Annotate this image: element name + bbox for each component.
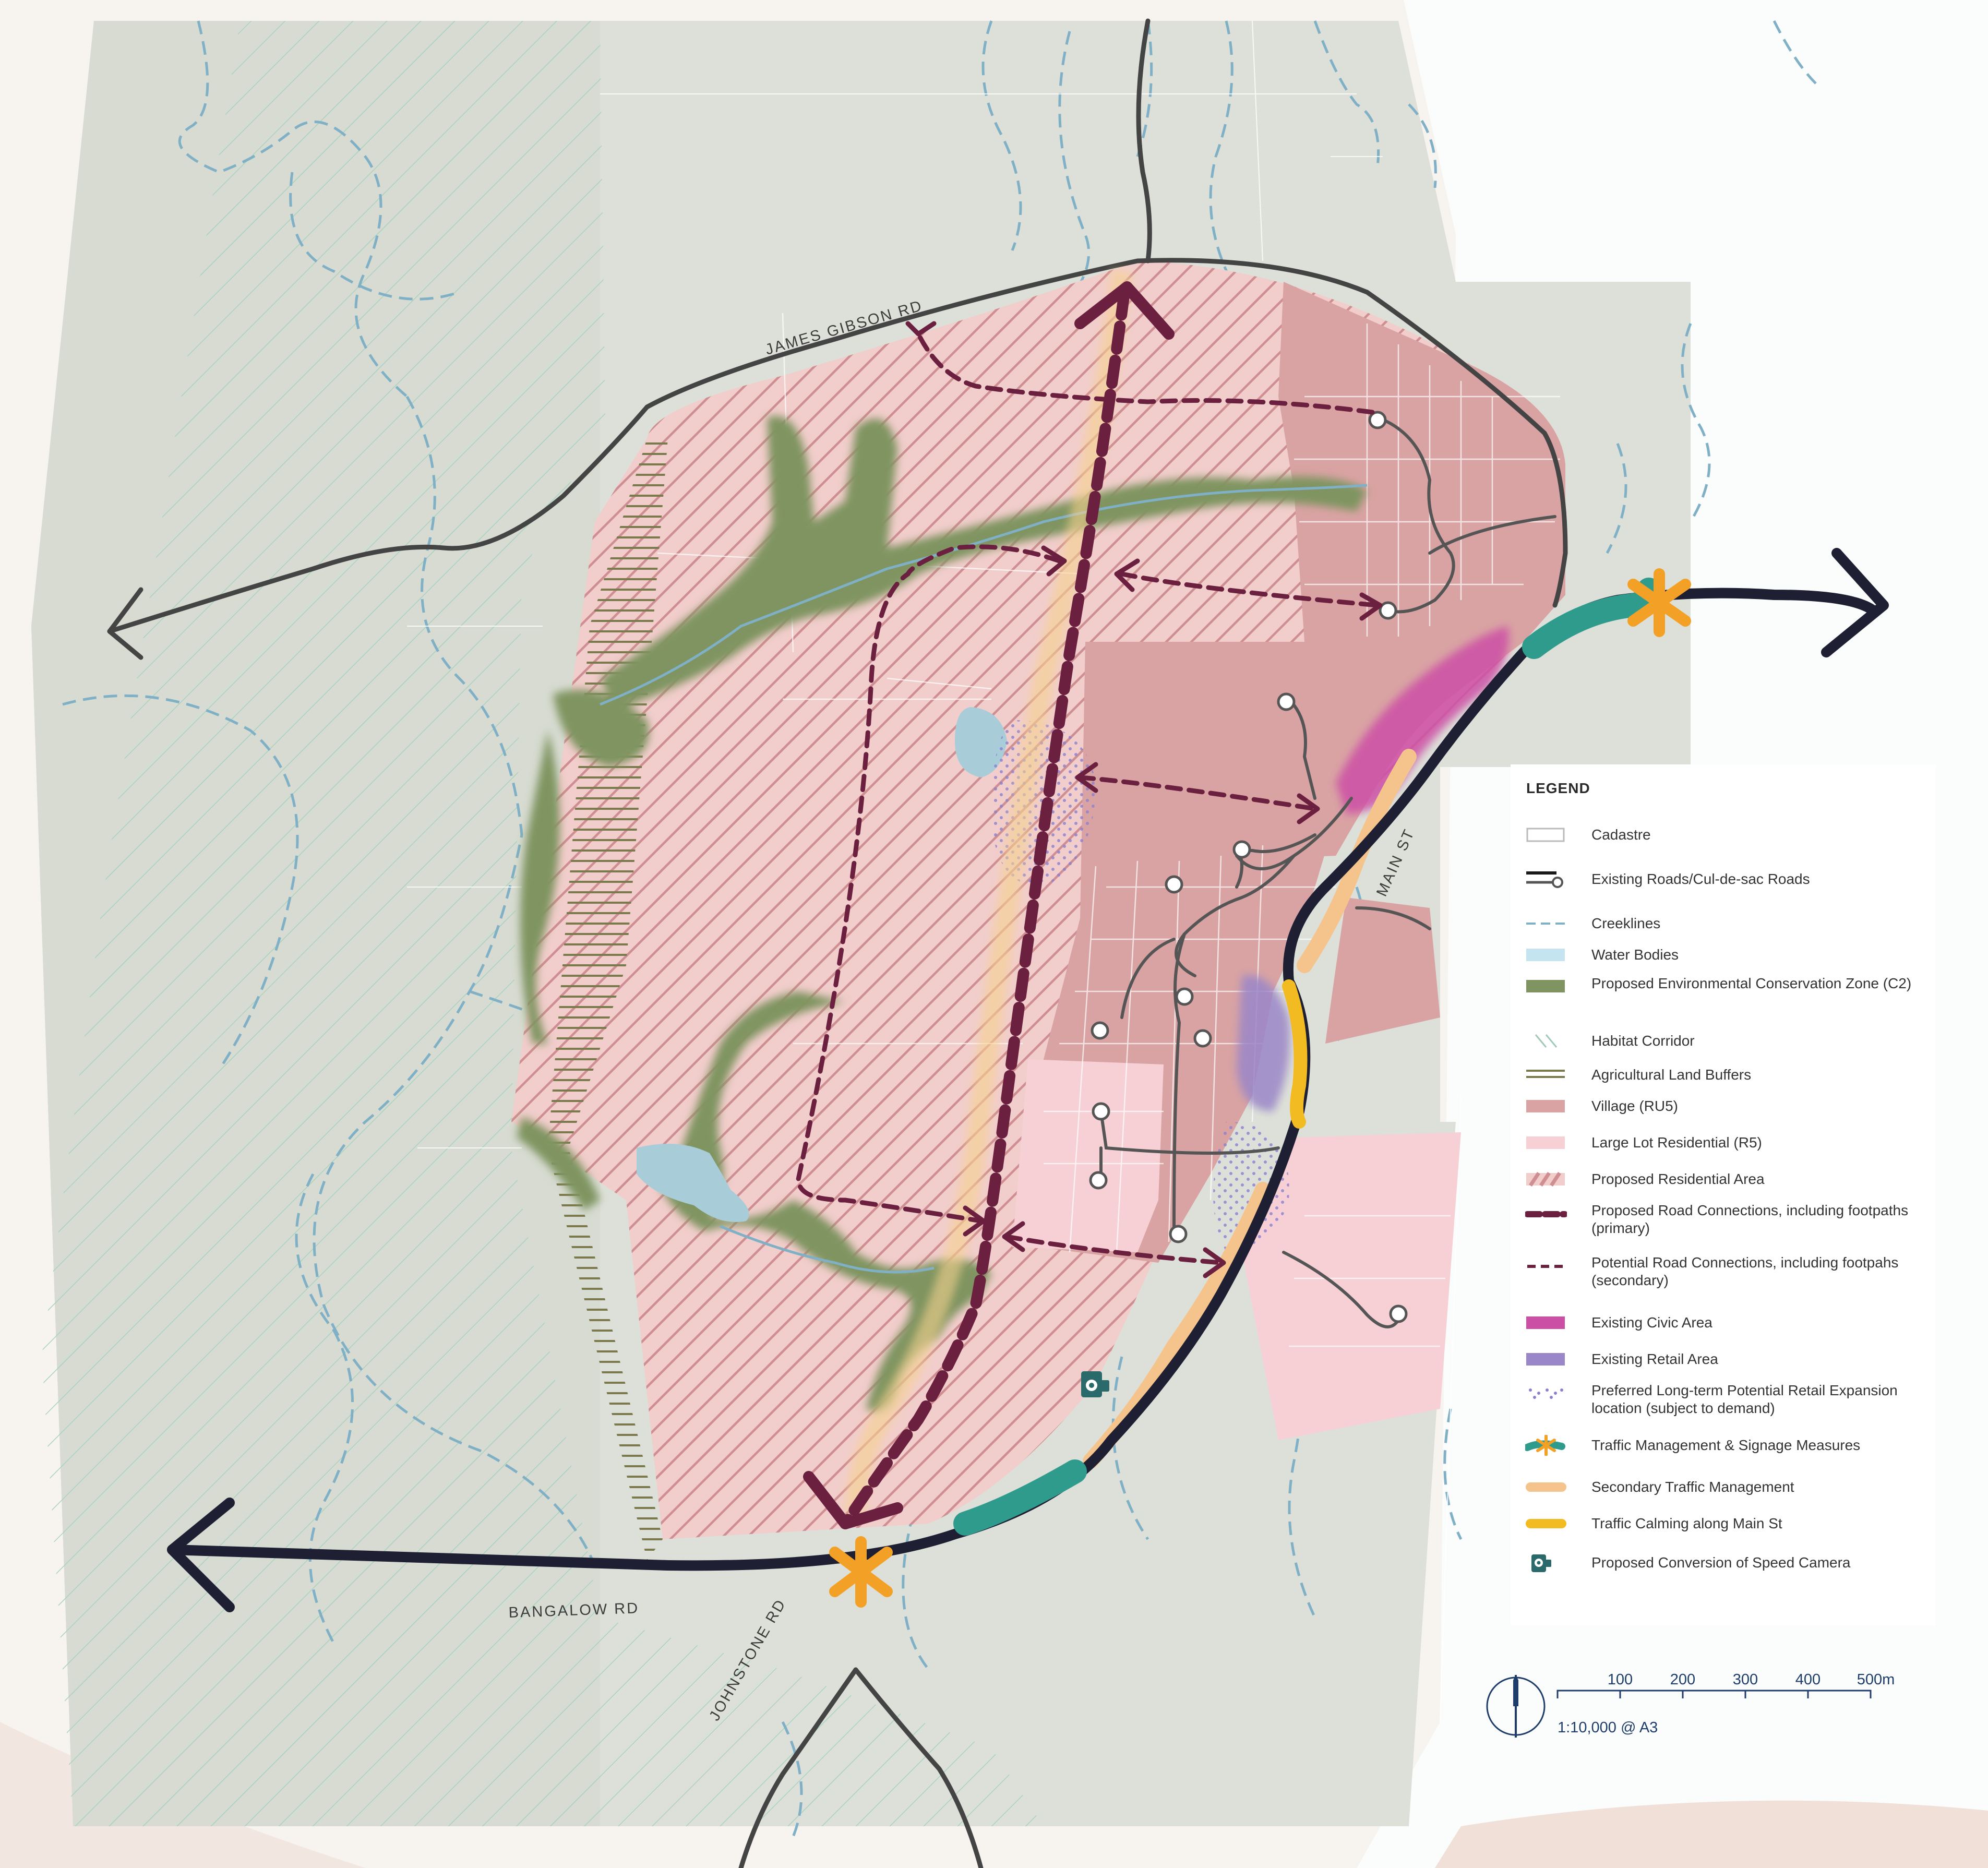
scale-bar: 100 200 300 400 500m 1:10,000 @ A3 [1486, 1671, 1895, 1738]
agri-swatch [1526, 1070, 1565, 1078]
legend-label-proposed-res: Proposed Residential Area [1591, 1171, 1765, 1187]
water-body-south[interactable] [637, 1144, 749, 1222]
existing-roads [107, 18, 1568, 1868]
traffic-mgmt-teal-south[interactable] [953, 1459, 1087, 1536]
legend-label-creeks: Creeklines [1591, 915, 1661, 931]
legend-label-retail: Existing Retail Area [1591, 1351, 1718, 1367]
secondary-road-connections[interactable] [796, 331, 1380, 1265]
asterisk-icon-south[interactable] [829, 1536, 893, 1608]
legend-label-primary-road: Proposed Road Connections, including foo… [1591, 1202, 1909, 1236]
scale-tick-100: 100 [1608, 1671, 1633, 1688]
speed-camera-icon [1531, 1554, 1551, 1572]
legend-panel: LEGEND Cadastre Existing Roads/Cul-de-sa… [1511, 764, 1936, 1625]
existing-retail-area[interactable] [1237, 975, 1290, 1111]
traffic-calming-main-st[interactable] [1282, 979, 1308, 1129]
water-body-north[interactable] [955, 707, 1007, 777]
retail-expansion-south[interactable] [1213, 1122, 1289, 1252]
bottom-left-blush [0, 1722, 365, 1868]
legend-label-large-lot: Large Lot Residential (R5) [1591, 1134, 1762, 1151]
scale-ratio: 1:10,000 @ A3 [1558, 1719, 1658, 1736]
proposed-primary-road[interactable] [840, 286, 1130, 1529]
existing-civic-area[interactable] [1336, 626, 1509, 814]
asterisk-icon-east[interactable] [1627, 568, 1691, 637]
village-ru5-east[interactable] [1325, 897, 1440, 1044]
water-swatch [1526, 949, 1565, 961]
retail-expansion-swatch [1529, 1388, 1563, 1399]
primary-road-arrowhead-north [1074, 281, 1175, 340]
creekline-swatch [1526, 923, 1565, 925]
primary-road-swatch [1525, 1211, 1567, 1217]
scale-tick-400: 400 [1795, 1671, 1821, 1688]
large-lot-residential-west[interactable] [1012, 1059, 1164, 1252]
scale-ruler [1556, 1690, 1872, 1698]
primary-road-glow [845, 270, 1132, 1514]
legend-label-traffic-mgmt: Traffic Management & Signage Measures [1591, 1437, 1861, 1453]
scale-tick-300: 300 [1733, 1671, 1758, 1688]
main-creek-south [720, 1225, 935, 1274]
cul-de-sac-roads [1099, 416, 1556, 1328]
legend-label-civic: Existing Civic Area [1591, 1314, 1712, 1331]
bangalow-arrowhead [167, 1498, 235, 1612]
legend-label-village: Village (RU5) [1591, 1098, 1678, 1114]
legend-label-conservation: Proposed Environmental Conservation Zone… [1591, 975, 1912, 991]
large-lot-swatch [1526, 1136, 1565, 1149]
retail-swatch [1526, 1353, 1565, 1366]
asterisk-icon [1525, 1435, 1565, 1456]
cul-de-sac-ends [1089, 411, 1408, 1323]
legend-label-roads: Existing Roads/Cul-de-sac Roads [1591, 871, 1810, 887]
conservation-swatch [1526, 980, 1565, 992]
large-lot-residential-east[interactable] [1242, 1132, 1461, 1440]
proposed-residential-swatch [1526, 1172, 1565, 1187]
cadastre-swatch [1526, 828, 1565, 842]
speed-camera-icon[interactable] [1081, 1371, 1109, 1397]
legend-label-agri: Agricultural Land Buffers [1591, 1067, 1752, 1083]
north-arrow-icon [1486, 1675, 1546, 1738]
west-road-arrowhead [107, 587, 143, 660]
legend-label-speed-camera: Proposed Conversion of Speed Camera [1591, 1554, 1851, 1571]
secondary-traffic-swatch [1526, 1482, 1566, 1492]
traffic-calming-swatch [1526, 1519, 1566, 1528]
primary-road-arrowhead-south [803, 1471, 903, 1529]
habitat-corridor [42, 21, 1044, 1826]
legend-label-water: Water Bodies [1591, 947, 1679, 963]
secondary-road-arrowheads [905, 321, 1383, 1278]
legend-title: LEGEND [1526, 780, 1590, 796]
village-cadastre [657, 313, 1560, 1347]
bottom-right-blush [1435, 1800, 1988, 1868]
east-arrowhead [1821, 548, 1889, 657]
secondary-road-swatch [1527, 1265, 1565, 1268]
legend-label-retail-expansion: Preferred Long-term Potential Retail Exp… [1591, 1382, 1898, 1416]
village-swatch [1526, 1100, 1565, 1112]
legend-label-secondary-traffic: Secondary Traffic Management [1591, 1479, 1794, 1495]
legend-label-habitat: Habitat Corridor [1591, 1033, 1695, 1049]
habitat-swatch [1535, 1034, 1558, 1048]
scale-tick-500m: 500m [1857, 1671, 1895, 1688]
legend-label-cadastre: Cadastre [1591, 827, 1651, 843]
conservation-zone[interactable] [517, 416, 1367, 1411]
legend-label-calming: Traffic Calming along Main St [1591, 1515, 1782, 1531]
roads-swatch [1526, 871, 1563, 888]
legend-label-secondary-road: Potential Road Connections, including fo… [1591, 1254, 1899, 1288]
civic-swatch [1526, 1316, 1565, 1329]
scale-tick-200: 200 [1670, 1671, 1695, 1688]
